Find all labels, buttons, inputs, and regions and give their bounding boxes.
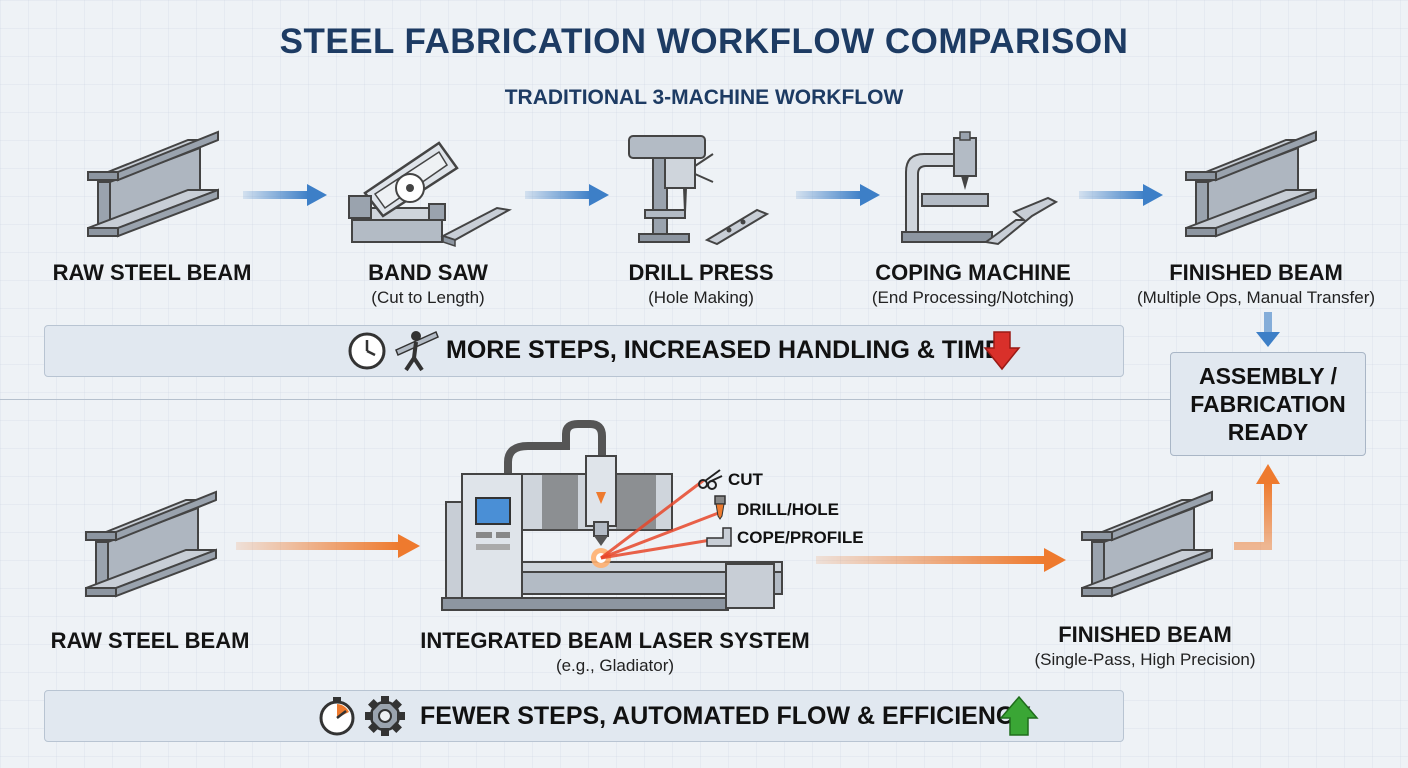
operation-cope-profile: COPE/PROFILE (737, 528, 864, 547)
flow-arrow-icon (243, 184, 327, 206)
orange-flow-arrow-icon (816, 548, 1066, 572)
step-label-band-saw: BAND SAW (368, 260, 488, 285)
raw-beam-icon (85, 491, 217, 597)
orange-flow-arrow-icon (236, 534, 420, 558)
finished-beam-icon (1185, 131, 1317, 237)
clock-icon (348, 332, 386, 370)
stopwatch-icon (319, 697, 355, 736)
band-saw-icon (348, 141, 512, 248)
step-sub-finished-beam: (Multiple Ops, Manual Transfer) (1136, 288, 1376, 307)
page-title: STEEL FABRICATION WORKFLOW COMPARISON (279, 22, 1129, 61)
flow-arrow-icon (796, 184, 880, 206)
section-divider (0, 399, 1170, 400)
step-label-finished-beam: FINISHED BEAM (1169, 260, 1343, 285)
red-down-arrow-icon (983, 331, 1021, 371)
traditional-banner-text: MORE STEPS, INCREASED HANDLING & TIME (446, 336, 1002, 364)
step-label-raw-beam-2: RAW STEEL BEAM (50, 628, 250, 653)
green-up-arrow-icon (999, 695, 1039, 736)
step-label-laser-system: INTEGRATED BEAM LASER SYSTEM (420, 628, 810, 653)
assembly-line-3: READY (1227, 419, 1309, 445)
step-label-drill-press: DRILL PRESS (628, 260, 774, 285)
cope-profile-icon (706, 527, 732, 547)
drill-bit-icon (714, 495, 726, 520)
integrated-banner (44, 690, 1124, 742)
step-sub-laser-system: (e.g., Gladiator) (555, 656, 675, 675)
assembly-line-1: ASSEMBLY / (1198, 363, 1338, 389)
down-arrow-icon (1256, 312, 1280, 347)
laser-system-icon (441, 420, 783, 611)
integrated-banner-text: FEWER STEPS, AUTOMATED FLOW & EFFICIENCY (420, 702, 1031, 730)
orange-up-arrow-icon (1234, 464, 1280, 550)
assembly-ready-box: ASSEMBLY / FABRICATION READY (1170, 352, 1366, 456)
drill-press-icon (628, 135, 770, 246)
worker-carrying-icon (395, 330, 439, 372)
step-sub-band-saw: (Cut to Length) (371, 288, 485, 307)
operation-cut: CUT (728, 470, 763, 489)
step-label-coping-machine: COPING MACHINE (875, 260, 1071, 285)
operation-drill-hole: DRILL/HOLE (737, 500, 839, 519)
gear-icon (365, 696, 405, 736)
step-sub-drill-press: (Hole Making) (648, 288, 754, 307)
step-sub-coping-machine: (End Processing/Notching) (871, 288, 1075, 307)
step-label-finished-beam-2: FINISHED BEAM (1058, 622, 1232, 647)
traditional-banner (44, 325, 1124, 377)
step-label-raw-beam: RAW STEEL BEAM (52, 260, 252, 285)
finished-beam-icon (1081, 491, 1213, 597)
traditional-heading: TRADITIONAL 3-MACHINE WORKFLOW (504, 86, 904, 109)
scissors-icon (698, 469, 723, 490)
flow-arrow-icon (525, 184, 609, 206)
assembly-line-2: FABRICATION (1190, 391, 1346, 417)
flow-arrow-icon (1079, 184, 1163, 206)
step-sub-finished-beam-2: (Single-Pass, High Precision) (1034, 650, 1256, 669)
coping-machine-icon (901, 131, 1059, 246)
raw-beam-icon (87, 131, 219, 237)
